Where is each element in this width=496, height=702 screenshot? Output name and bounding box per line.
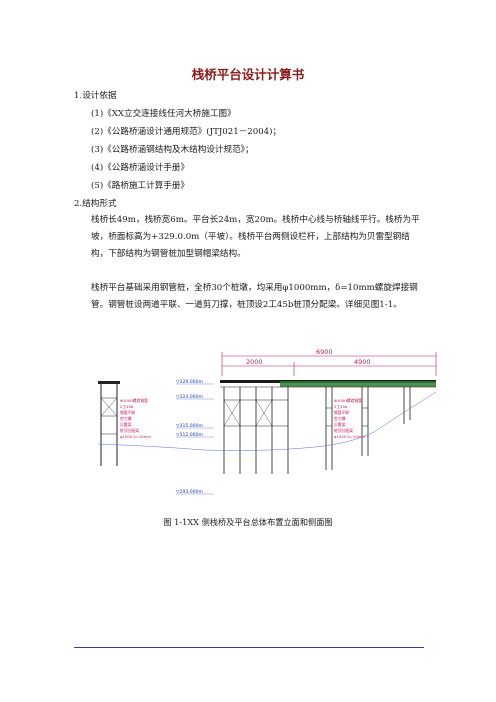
level-markers: ▽329.000m ▽324.000m ▽315.000m ▽312.000m … (176, 379, 214, 495)
riverbed-line (97, 391, 437, 451)
trestle-piles (325, 387, 411, 470)
paragraph-structure: 栈桥长49m，栈桥宽6m。平台长24m，宽20m。栈桥中心线与桥轴线平行。栈桥为… (74, 212, 424, 263)
reference-item-3: (3)《公路桥涵钢结构及木结构设计规范》； (91, 145, 254, 155)
reference-item-1: (1)《XX立交连接线任河大桥施工图》 (91, 109, 236, 119)
dim-right: 4900 (354, 358, 371, 366)
paragraph-foundation-text: 栈桥平台基础采用钢管桩，全桥30个桩墩，均采用φ1000mm，δ=10mm螺旋焊… (91, 283, 418, 310)
document-title: 栈桥平台设计计算书 (191, 67, 305, 82)
dim-total: 6900 (316, 348, 333, 356)
section-1-heading: 1.设计依据 (74, 91, 117, 101)
svg-text:▽329.000m: ▽329.000m (176, 379, 204, 385)
svg-text:2工45b: 2工45b (334, 404, 348, 409)
trestle-notes: Φ1000螺旋钢管 2工45b 钢管平联 剪刀撑 贝雷梁 桩顶分配梁 φ1000… (334, 398, 365, 439)
svg-text:桩顶分配梁: 桩顶分配梁 (120, 428, 139, 433)
reference-item-4: (4)《公路桥涵设计手册》 (91, 163, 190, 173)
reference-item-2: (2)《公路桥涵设计通用规范》(JTJ021－2004)； (91, 127, 282, 137)
svg-text:▽293.000m: ▽293.000m (176, 489, 204, 495)
footer-rule (74, 647, 424, 648)
bridge-elevation-figure: 6900 2000 4900 Φ1000螺旋钢管 2工45b 钢管平联 剪刀撑 … (97, 348, 437, 495)
side-elevation (98, 381, 120, 466)
svg-text:2工45b: 2工45b (120, 404, 134, 409)
svg-text:φ1000 δ=10mm: φ1000 δ=10mm (334, 434, 365, 439)
svg-text:桩顶分配梁: 桩顶分配梁 (334, 428, 353, 433)
svg-text:贝雷梁: 贝雷梁 (334, 422, 346, 427)
svg-text:φ1000 δ=10mm: φ1000 δ=10mm (120, 434, 151, 439)
svg-text:钢管平联: 钢管平联 (120, 410, 135, 415)
svg-text:贝雷梁: 贝雷梁 (120, 422, 132, 427)
svg-text:Φ1000螺旋钢管: Φ1000螺旋钢管 (120, 398, 148, 403)
svg-text:剪刀撑: 剪刀撑 (120, 416, 132, 421)
section-2-heading: 2.结构形式 (74, 199, 117, 209)
svg-text:Φ1000螺旋钢管: Φ1000螺旋钢管 (334, 398, 362, 403)
reference-item-5: (5)《路桥施工计算手册》 (91, 181, 190, 191)
dim-left: 2000 (246, 358, 263, 366)
platform-piles (223, 387, 289, 474)
figure-caption: 图 1-1XX 侧栈桥及平台总体布置立面和侧面图 (163, 517, 333, 527)
paragraph-foundation: 栈桥平台基础采用钢管桩，全桥30个桩墩，均采用φ1000mm，δ=10mm螺旋焊… (74, 280, 424, 314)
svg-text:剪刀撑: 剪刀撑 (334, 416, 346, 421)
svg-text:▽324.000m: ▽324.000m (176, 394, 204, 400)
svg-text:▽315.000m: ▽315.000m (176, 423, 204, 429)
svg-text:钢管平联: 钢管平联 (334, 410, 349, 415)
paragraph-structure-text: 栈桥长49m，栈桥宽6m。平台长24m，宽20m。栈桥中心线与桥轴线平行。栈桥为… (91, 215, 420, 259)
side-notes: Φ1000螺旋钢管 2工45b 钢管平联 剪刀撑 贝雷梁 桩顶分配梁 φ1000… (120, 398, 151, 439)
svg-text:▽312.000m: ▽312.000m (176, 432, 204, 438)
deck-girder (220, 380, 436, 388)
